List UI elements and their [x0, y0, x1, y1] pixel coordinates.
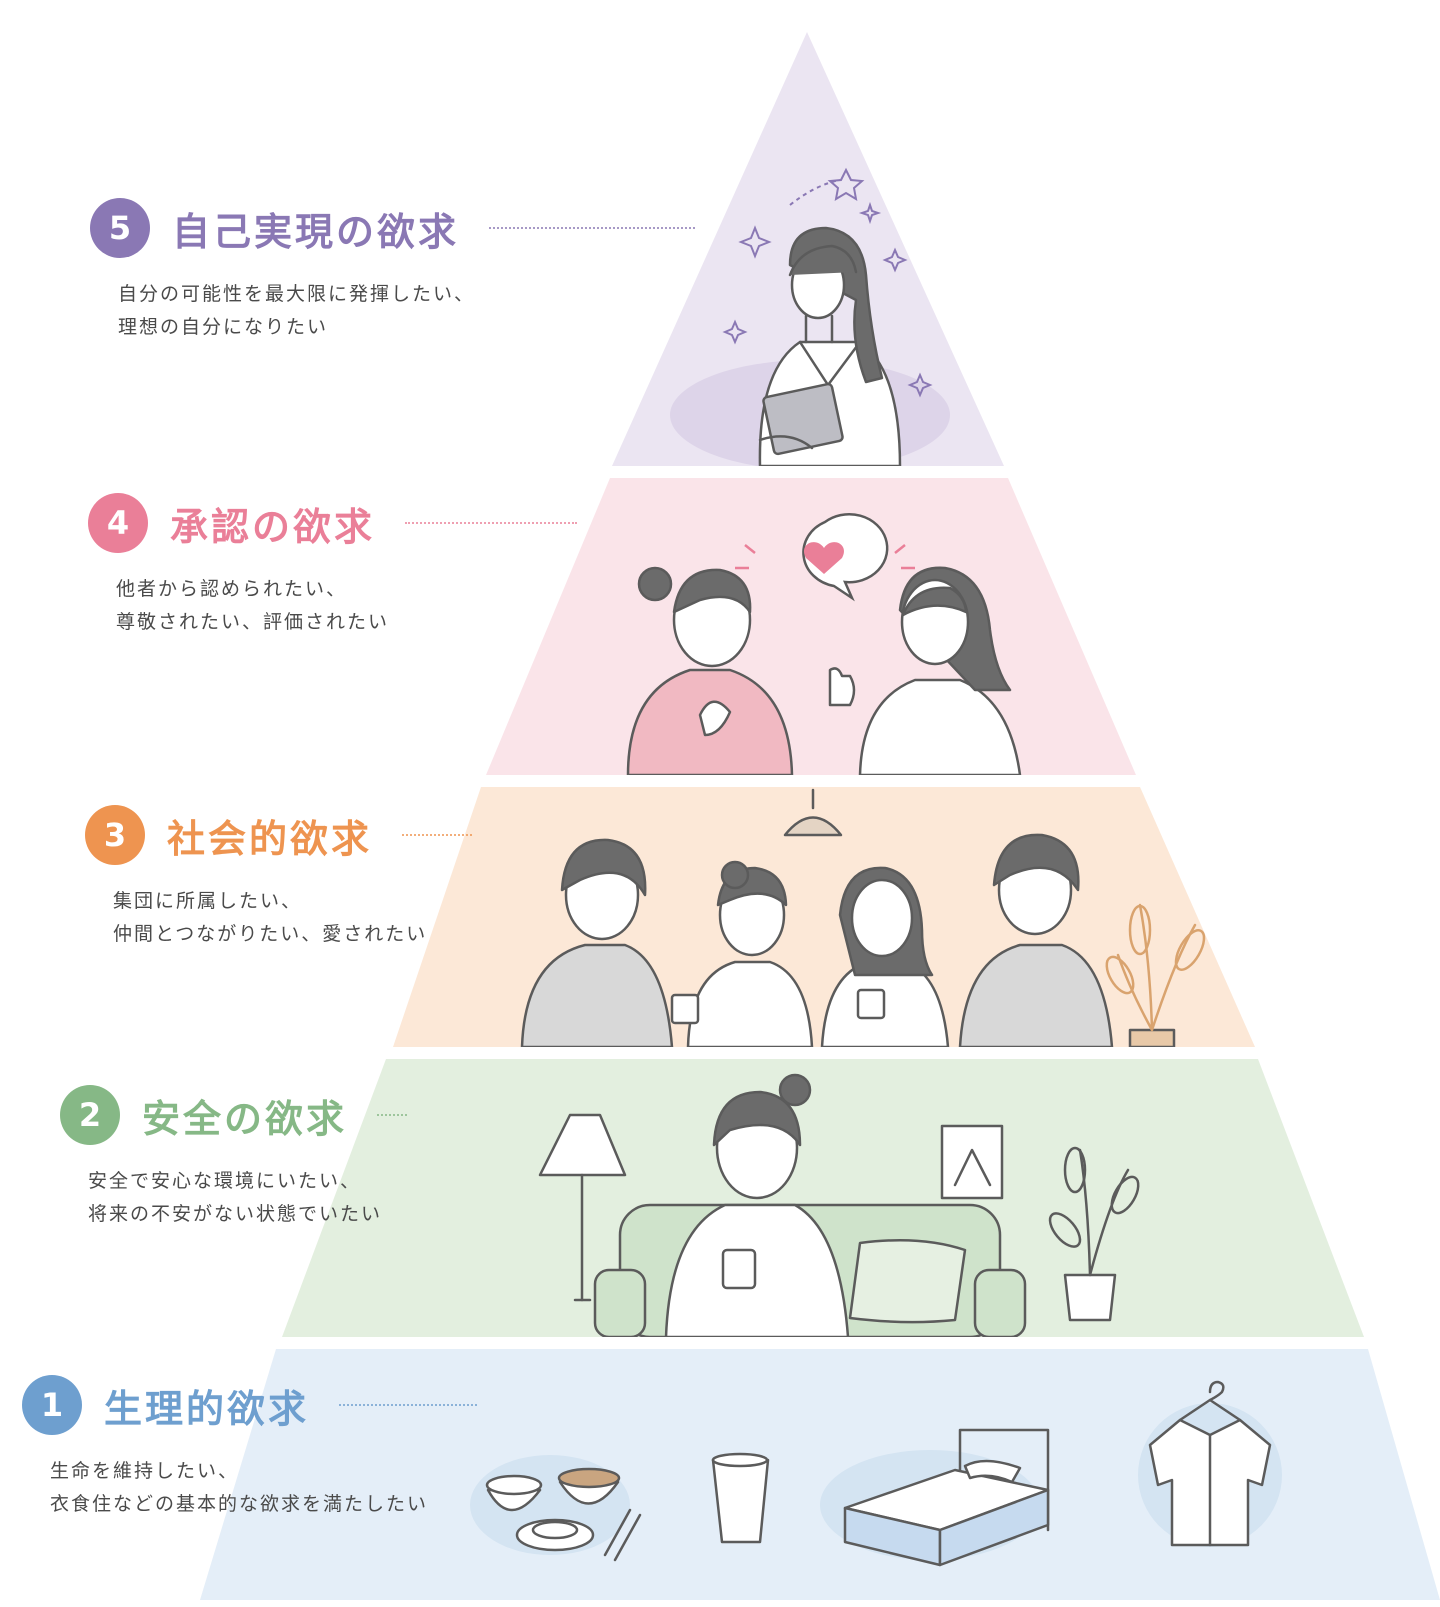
praise-conversation-illustration — [626, 566, 1022, 775]
level-1-badge: 1 — [22, 1375, 82, 1435]
level-4-badge: 4 — [88, 493, 148, 553]
heart-speech-bubble-icon — [735, 512, 915, 602]
level-2-label: 2 安全の欲求 安全で安心な環境にいたい、 将来の不安がない状態でいたい — [60, 1085, 408, 1231]
level-2-badge: 2 — [60, 1085, 120, 1145]
level-4-leader-line — [405, 522, 578, 524]
level-3-badge: 3 — [85, 805, 145, 865]
tier-2-band — [282, 1059, 1364, 1337]
level-4-title: 承認の欲求 — [170, 504, 376, 549]
level-1-description: 生命を維持したい、 衣食住などの基本的な欲求を満たしたい — [50, 1460, 429, 1515]
level-3-label: 3 社会的欲求 集団に所属したい、 仲間とつながりたい、愛されたい — [85, 805, 473, 951]
level-2-leader-line — [377, 1114, 408, 1116]
friends-gathering-illustration — [520, 788, 1206, 1047]
level-4-label: 4 承認の欲求 他者から認められたい、 尊敬されたい、評価されたい — [88, 493, 578, 639]
level-1-label: 1 生理的欲求 生命を維持したい、 衣食住などの基本的な欲求を満たしたい — [22, 1375, 478, 1521]
food-water-bed-clothes-illustration — [470, 1380, 1282, 1567]
level-4-description: 他者から認められたい、 尊敬されたい、評価されたい — [116, 578, 390, 633]
level-1-leader-line — [339, 1404, 478, 1406]
woman-dreaming-illustration — [670, 226, 950, 466]
level-3-leader-line — [402, 834, 473, 836]
level-5-description: 自分の可能性を最大限に発揮したい、 理想の自分になりたい — [118, 283, 476, 338]
level-5-badge: 5 — [90, 198, 150, 258]
tier-4-band — [486, 478, 1136, 775]
level-2-description: 安全で安心な環境にいたい、 将来の不安がない状態でいたい — [88, 1170, 383, 1225]
level-5-leader-line — [489, 227, 696, 229]
level-2-title: 安全の欲求 — [142, 1096, 348, 1141]
level-5-label: 5 自己実現の欲求 自分の可能性を最大限に発揮したい、 理想の自分になりたい — [90, 198, 696, 344]
level-3-title: 社会的欲求 — [167, 816, 373, 861]
level-5-title: 自己実現の欲求 — [172, 209, 460, 254]
level-3-description: 集団に所属したい、 仲間とつながりたい、愛されたい — [113, 890, 428, 945]
sparkle-stars — [722, 167, 933, 398]
level-1-title: 生理的欲求 — [104, 1386, 310, 1431]
relaxing-at-home-illustration — [538, 1073, 1140, 1337]
